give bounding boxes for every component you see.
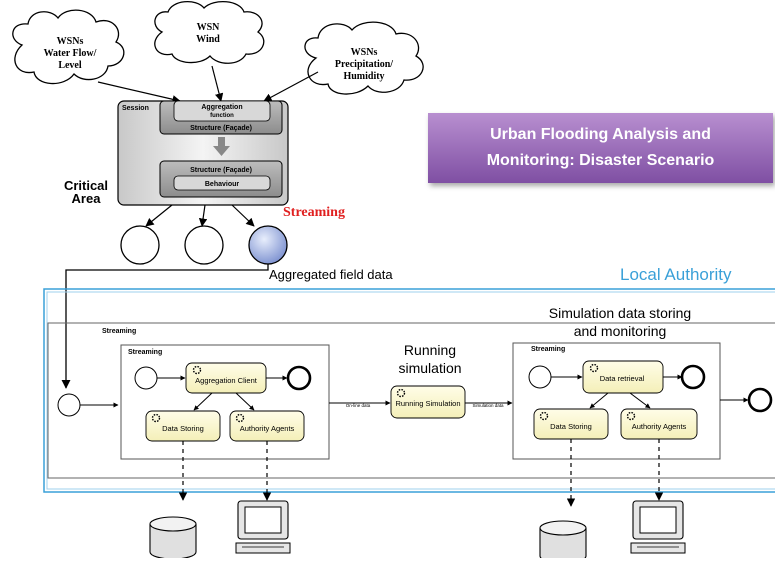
structure-facade-label: Structure (Façade) xyxy=(190,167,252,174)
local-authority-frame xyxy=(43,288,775,493)
critical-area-label: Critical xyxy=(64,178,108,193)
arrow xyxy=(211,65,224,102)
end-event xyxy=(286,365,312,391)
arrow xyxy=(193,392,213,411)
cloud-label: Humidity xyxy=(343,71,384,82)
start-event xyxy=(528,365,552,389)
gear-icon xyxy=(589,363,599,373)
stream-node xyxy=(184,225,224,265)
running-simulation-title: Running xyxy=(404,342,456,358)
local-authority-label: Local Authority xyxy=(620,265,732,284)
sim-storing-title: Simulation data storing xyxy=(549,305,691,321)
database-icon xyxy=(149,516,197,560)
computer-icon xyxy=(235,500,291,554)
arrow xyxy=(263,71,319,102)
sim-storing-title: and monitoring xyxy=(574,323,667,339)
arrow xyxy=(97,81,181,104)
right-streaming-box xyxy=(512,342,721,460)
start-event xyxy=(134,366,158,390)
task-label: Authority Agents xyxy=(240,424,295,433)
cloud-label: WSNs xyxy=(57,36,84,47)
data-storing-task-left: Data Storing xyxy=(145,410,221,442)
gear-icon xyxy=(192,365,202,375)
arrow xyxy=(235,392,255,411)
task-label: Data Storing xyxy=(162,424,204,433)
end-event xyxy=(680,364,706,390)
cloud-label: Precipitation/ xyxy=(335,59,393,70)
cloud-icon-precipitation: WSNs Precipitation/ Humidity xyxy=(304,21,424,95)
task-label: Authority Agents xyxy=(632,422,687,431)
gear-icon xyxy=(235,413,245,423)
arrow xyxy=(231,204,255,227)
start-event xyxy=(57,393,81,417)
session-box: Session Aggregation function Structure (… xyxy=(117,100,289,206)
authority-agents-task-right: Authority Agents xyxy=(620,408,698,440)
end-event xyxy=(747,387,773,413)
stream-node-active xyxy=(248,225,288,265)
aggregated-field-data-label: Aggregated field data xyxy=(269,267,393,282)
gear-icon xyxy=(539,411,549,421)
right-streaming-label: Streaming xyxy=(531,346,565,353)
database-icon xyxy=(539,520,587,563)
arrow xyxy=(198,204,208,227)
cloud-label: Wind xyxy=(196,34,220,45)
gear-icon xyxy=(151,413,161,423)
cloud-label: WSNs xyxy=(351,47,378,58)
left-streaming-box xyxy=(120,344,330,460)
stream-node xyxy=(120,225,160,265)
outer-streaming-label: Streaming xyxy=(102,328,136,335)
arrow xyxy=(589,392,609,409)
cloud-label: Level xyxy=(58,60,82,71)
task-label: Data retrieval xyxy=(600,374,645,383)
simulation-data-label: Simulation data xyxy=(472,403,504,408)
structure-facade-label: Structure (Façade) xyxy=(190,125,252,132)
cloud-label: WSN xyxy=(197,22,221,33)
computer-icon xyxy=(630,500,686,554)
critical-area-label: Area xyxy=(72,191,102,206)
down-arrow-icon xyxy=(213,146,230,156)
aggregation-client-task: Aggregation Client xyxy=(185,362,267,394)
online-data-label: On-line data xyxy=(346,403,371,408)
banner-line-2: Monitoring: Disaster Scenario xyxy=(486,152,715,169)
behaviour-label: Behaviour xyxy=(205,181,240,188)
aggregation-function-label: function xyxy=(210,113,234,119)
outer-streaming-box xyxy=(47,322,775,479)
running-simulation-title: simulation xyxy=(398,360,461,376)
arrow xyxy=(145,204,173,227)
data-retrieval-task: Data retrieval xyxy=(582,360,664,394)
task-label: Data Storing xyxy=(550,422,592,431)
session-label: Session xyxy=(122,105,149,112)
running-simulation-task: Running Simulation xyxy=(390,385,466,419)
gear-icon xyxy=(396,388,406,398)
cloud-icon-water-flow: WSNs Water Flow/ Level xyxy=(12,9,125,85)
data-storing-task-right: Data Storing xyxy=(533,408,609,440)
aggregation-function-label: Aggregation xyxy=(201,104,242,111)
connector-line xyxy=(61,264,269,389)
task-label: Aggregation Client xyxy=(195,376,258,385)
left-streaming-label: Streaming xyxy=(128,349,162,356)
banner-line-1: Urban Flooding Analysis and xyxy=(490,126,711,143)
streaming-red-label: Streaming xyxy=(283,205,345,220)
cloud-icon-wind: WSN Wind xyxy=(154,1,265,64)
authority-agents-task-left: Authority Agents xyxy=(229,410,305,442)
arrow xyxy=(629,392,651,409)
cloud-label: Water Flow/ xyxy=(44,48,97,59)
task-label: Running Simulation xyxy=(395,399,460,408)
gear-icon xyxy=(626,411,636,421)
title-banner: Urban Flooding Analysis and Monitoring: … xyxy=(428,113,773,183)
